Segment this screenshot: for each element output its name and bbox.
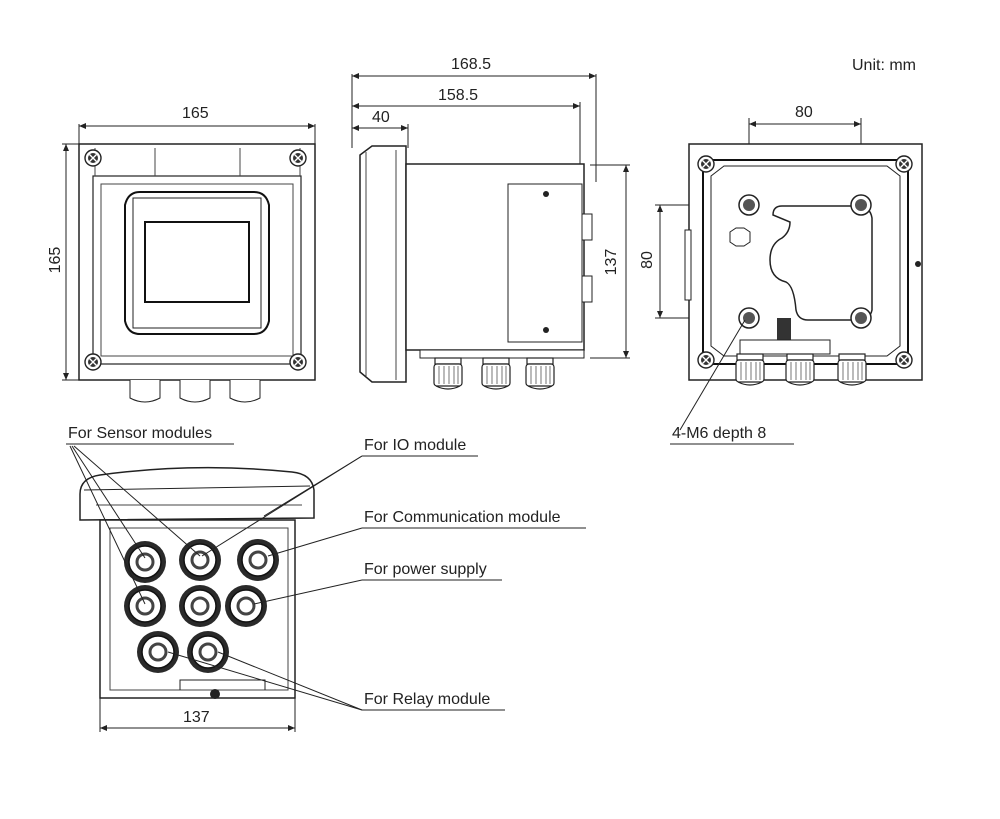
front-height-dim: 165 — [47, 246, 64, 274]
front-view — [62, 123, 316, 403]
side-height-dim: 137 — [603, 248, 620, 276]
callout-communication: For Communication module — [364, 509, 561, 526]
overall-depth-dim: 168.5 — [451, 56, 492, 73]
body-depth-dim: 158.5 — [438, 87, 479, 104]
callout-power: For power supply — [364, 561, 487, 578]
rear-view — [655, 118, 923, 445]
callout-sensor: For Sensor modules — [68, 425, 213, 442]
callout-io: For IO module — [364, 437, 467, 454]
unit-label: Unit: mm — [852, 57, 916, 74]
bezel-depth-dim: 40 — [372, 109, 390, 126]
hole-spacing-v-dim: 80 — [639, 251, 656, 269]
bottom-view — [66, 443, 586, 732]
callout-relay: For Relay module — [364, 691, 491, 708]
hole-spacing-h-dim: 80 — [795, 104, 813, 121]
mount-note: 4-M6 depth 8 — [672, 425, 767, 442]
bottom-width-dim: 137 — [183, 709, 210, 726]
front-width-dim: 165 — [182, 105, 209, 122]
side-view — [351, 73, 630, 390]
